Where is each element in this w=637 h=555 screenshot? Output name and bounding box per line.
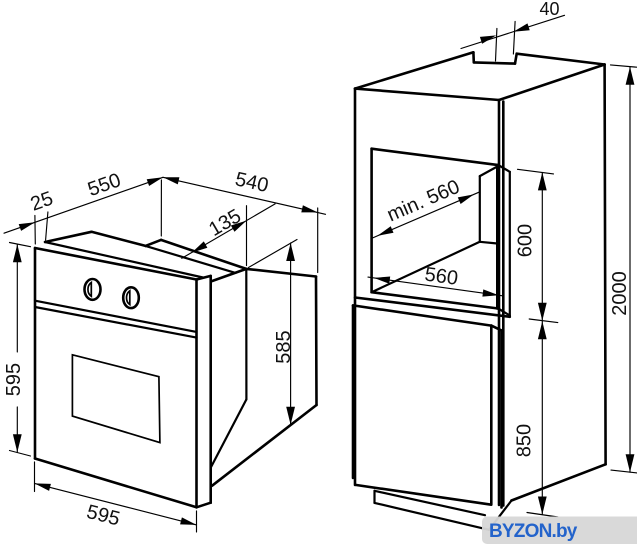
oven-control-knob [123, 287, 139, 308]
dim-label-cabinet-850: 850 [514, 424, 536, 457]
watermark-text: BYZON.by [489, 521, 578, 542]
oven-control-knob [85, 279, 101, 300]
dim-label-cabinet-560: 560 [423, 263, 459, 289]
dim-label-oven-585: 585 [273, 330, 295, 363]
dim-label-cabinet-2000: 2000 [609, 271, 631, 316]
watermark: BYZON.by [482, 517, 637, 545]
dim-label-cabinet-40: 40 [539, 0, 559, 19]
dim-label-oven-595-left: 595 [3, 363, 25, 396]
dim-label-cabinet-600: 600 [515, 224, 537, 257]
